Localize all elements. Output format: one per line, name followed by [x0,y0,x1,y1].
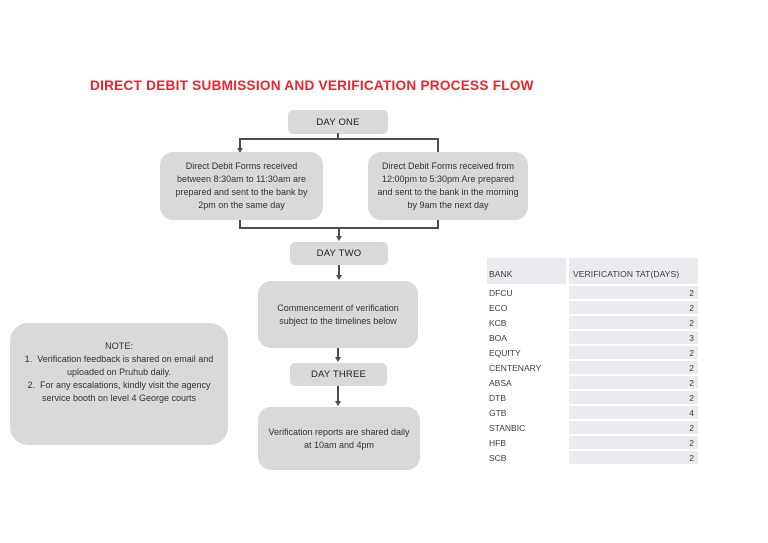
flow-step-day-three: DAY THREE [290,363,387,386]
tat-value-cell: 2 [569,301,698,314]
flow-box-verification-reports: Verification reports are shared daily at… [258,407,420,470]
bank-name-cell: BOA [489,332,507,343]
table-header-bank: BANK [487,258,566,284]
bank-name-cell: CENTENARY [489,362,542,373]
tat-value-cell: 2 [569,286,698,299]
connector [337,133,339,139]
table-row: DFCU 2 [487,286,698,299]
table-row: ABSA 2 [487,376,698,389]
day-three-label: DAY THREE [310,369,367,380]
bank-name-cell: EQUITY [489,347,521,358]
tat-value-cell: 2 [569,391,698,404]
arrow-down-icon [335,236,342,241]
tat-value-cell: 2 [569,451,698,464]
bank-name-cell: HFB [489,437,506,448]
tat-value-cell: 2 [569,436,698,449]
table-row: BOA 3 [487,331,698,344]
commencement-text: Commencement of verification subject to … [277,302,399,326]
bank-name-cell: STANBIC [489,422,526,433]
page-title: DIRECT DEBIT SUBMISSION AND VERIFICATION… [90,78,534,93]
table-row: GTB 4 [487,406,698,419]
connector [337,348,339,358]
arrow-down-icon [335,275,342,280]
day-two-label: DAY TWO [316,248,362,259]
afternoon-forms-text: Direct Debit Forms received from 12:00pm… [377,161,519,210]
bank-name-cell: ECO [489,302,508,313]
tat-value-cell: 3 [569,331,698,344]
bank-name-cell: DTB [489,392,506,403]
connector [338,227,340,237]
bank-name-cell: SCB [489,452,507,463]
flow-step-day-one: DAY ONE [288,110,388,134]
tat-value-cell: 2 [569,316,698,329]
connector [337,386,339,401]
table-row: EQUITY 2 [487,346,698,359]
connector [239,138,241,149]
table-row: DTB 2 [487,391,698,404]
connector [437,138,439,152]
tat-value-cell: 2 [569,376,698,389]
table-header-row: BANK VERIFICATION TAT(DAYS) [487,258,698,284]
tat-value-cell: 2 [569,361,698,374]
note-heading: NOTE: [104,341,134,351]
day-one-label: DAY ONE [316,116,360,128]
table-row: STANBIC 2 [487,421,698,434]
table-row: KCB 2 [487,316,698,329]
note-item: Verification feedback is shared on email… [37,354,214,377]
flow-box-afternoon-forms: Direct Debit Forms received from 12:00pm… [368,152,528,220]
table-row: ECO 2 [487,301,698,314]
bank-name-cell: GTB [489,407,507,418]
tat-value-cell: 2 [569,421,698,434]
table-row: HFB 2 [487,436,698,449]
connector [338,265,340,276]
table-header-tat: VERIFICATION TAT(DAYS) [569,258,698,284]
arrow-down-icon [236,148,243,153]
flow-box-morning-forms: Direct Debit Forms received between 8:30… [160,152,323,220]
bank-name-cell: ABSA [489,377,512,388]
table-row: CENTENARY 2 [487,361,698,374]
table-row: SCB 2 [487,451,698,464]
connector [239,138,439,140]
tat-value-cell: 2 [569,346,698,359]
arrow-down-icon [334,357,341,362]
note-item: For any escalations, kindly visit the ag… [39,380,211,403]
connector [437,220,439,229]
note-list: Verification feedback is shared on email… [19,353,219,405]
flow-box-commencement: Commencement of verification subject to … [258,281,418,348]
connector [239,220,241,229]
tat-value-cell: 4 [569,406,698,419]
bank-name-cell: KCB [489,317,507,328]
arrow-down-icon [334,401,341,406]
flow-step-day-two: DAY TWO [290,242,388,265]
note-box: NOTE: Verification feedback is shared on… [10,323,228,445]
bank-name-cell: DFCU [489,287,513,298]
verification-reports-text: Verification reports are shared daily at… [268,426,410,450]
morning-forms-text: Direct Debit Forms received between 8:30… [175,161,308,210]
